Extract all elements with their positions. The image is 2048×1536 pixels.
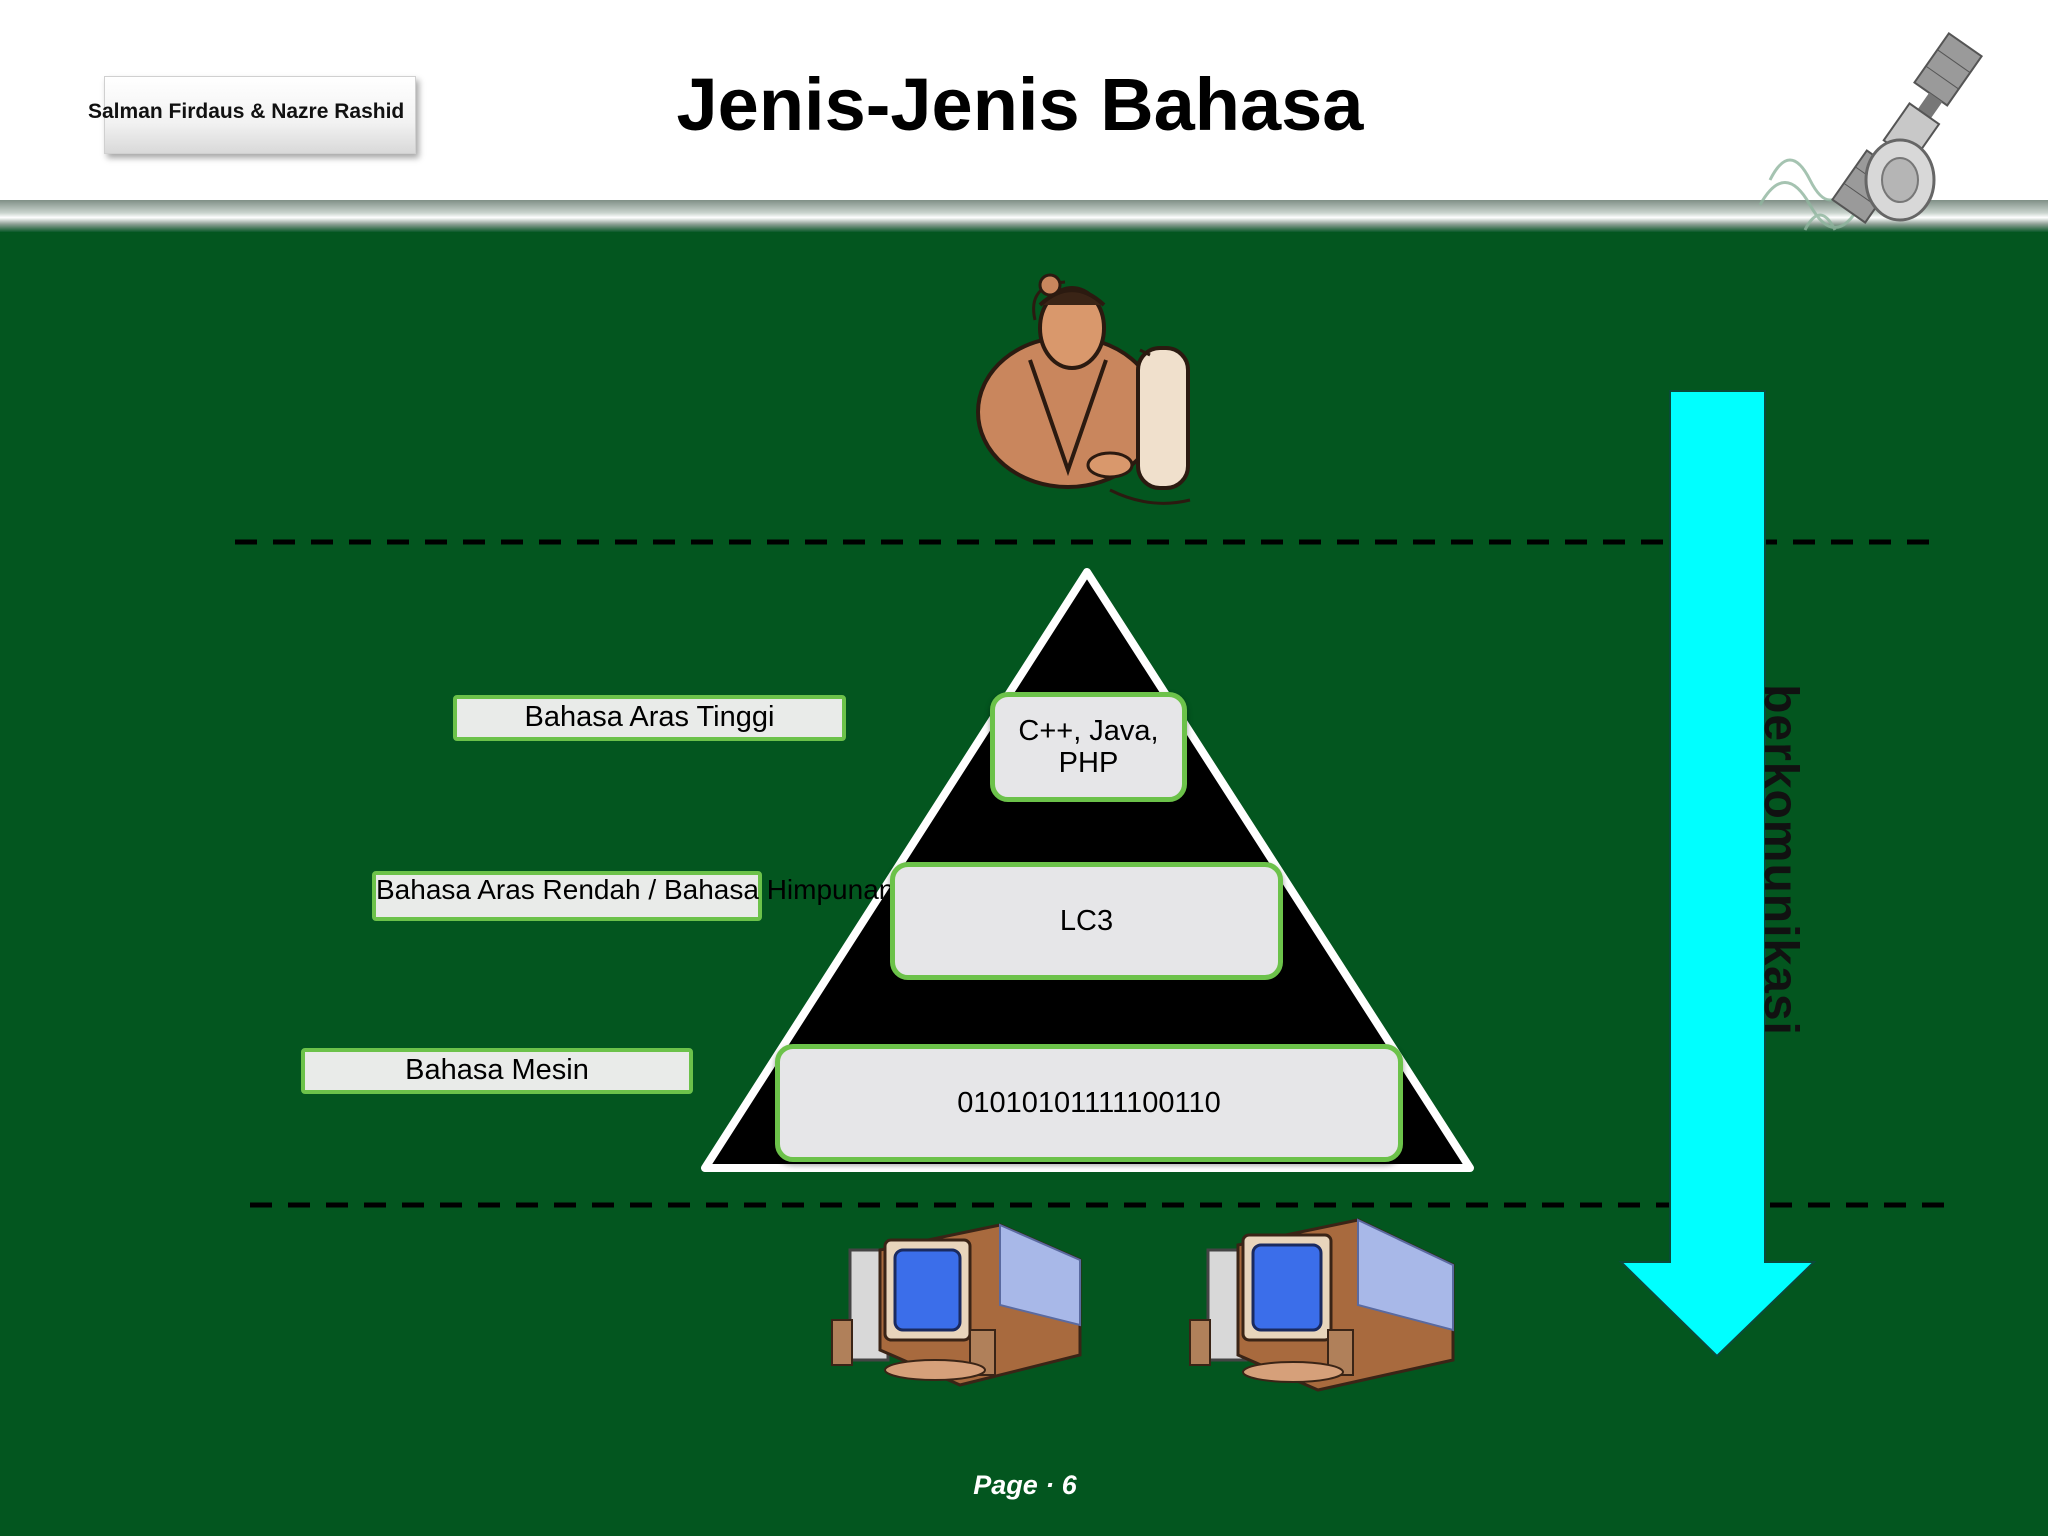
level-label-machine: Bahasa Mesin xyxy=(301,1048,693,1094)
header-divider xyxy=(0,200,2048,232)
pyramid-box-machine: 01010101111100110 xyxy=(775,1044,1403,1162)
author-label: Salman Firdaus & Nazre Rashid xyxy=(88,100,405,123)
pyramid-box-low: LC3 xyxy=(890,862,1283,980)
pyramid-box-high: C++, Java, PHP xyxy=(990,692,1187,802)
person-at-computer-icon xyxy=(976,273,1191,505)
author-box xyxy=(104,76,416,154)
slide-title: Jenis-Jenis Bahasa xyxy=(676,63,1364,146)
level-label-low: Bahasa Aras Rendah / Bahasa Himpunan xyxy=(372,871,894,921)
communication-arrow xyxy=(1618,390,1817,1358)
desktop-computer-icon xyxy=(1189,1218,1455,1392)
level-label-high: Bahasa Aras Tinggi xyxy=(453,695,846,741)
desktop-computer-icon xyxy=(831,1223,1082,1387)
page-number: Page · 6 xyxy=(973,1470,1077,1500)
arrow-label: berkomunikasi xyxy=(1754,684,1807,1036)
satellite-icon xyxy=(1758,31,1984,231)
